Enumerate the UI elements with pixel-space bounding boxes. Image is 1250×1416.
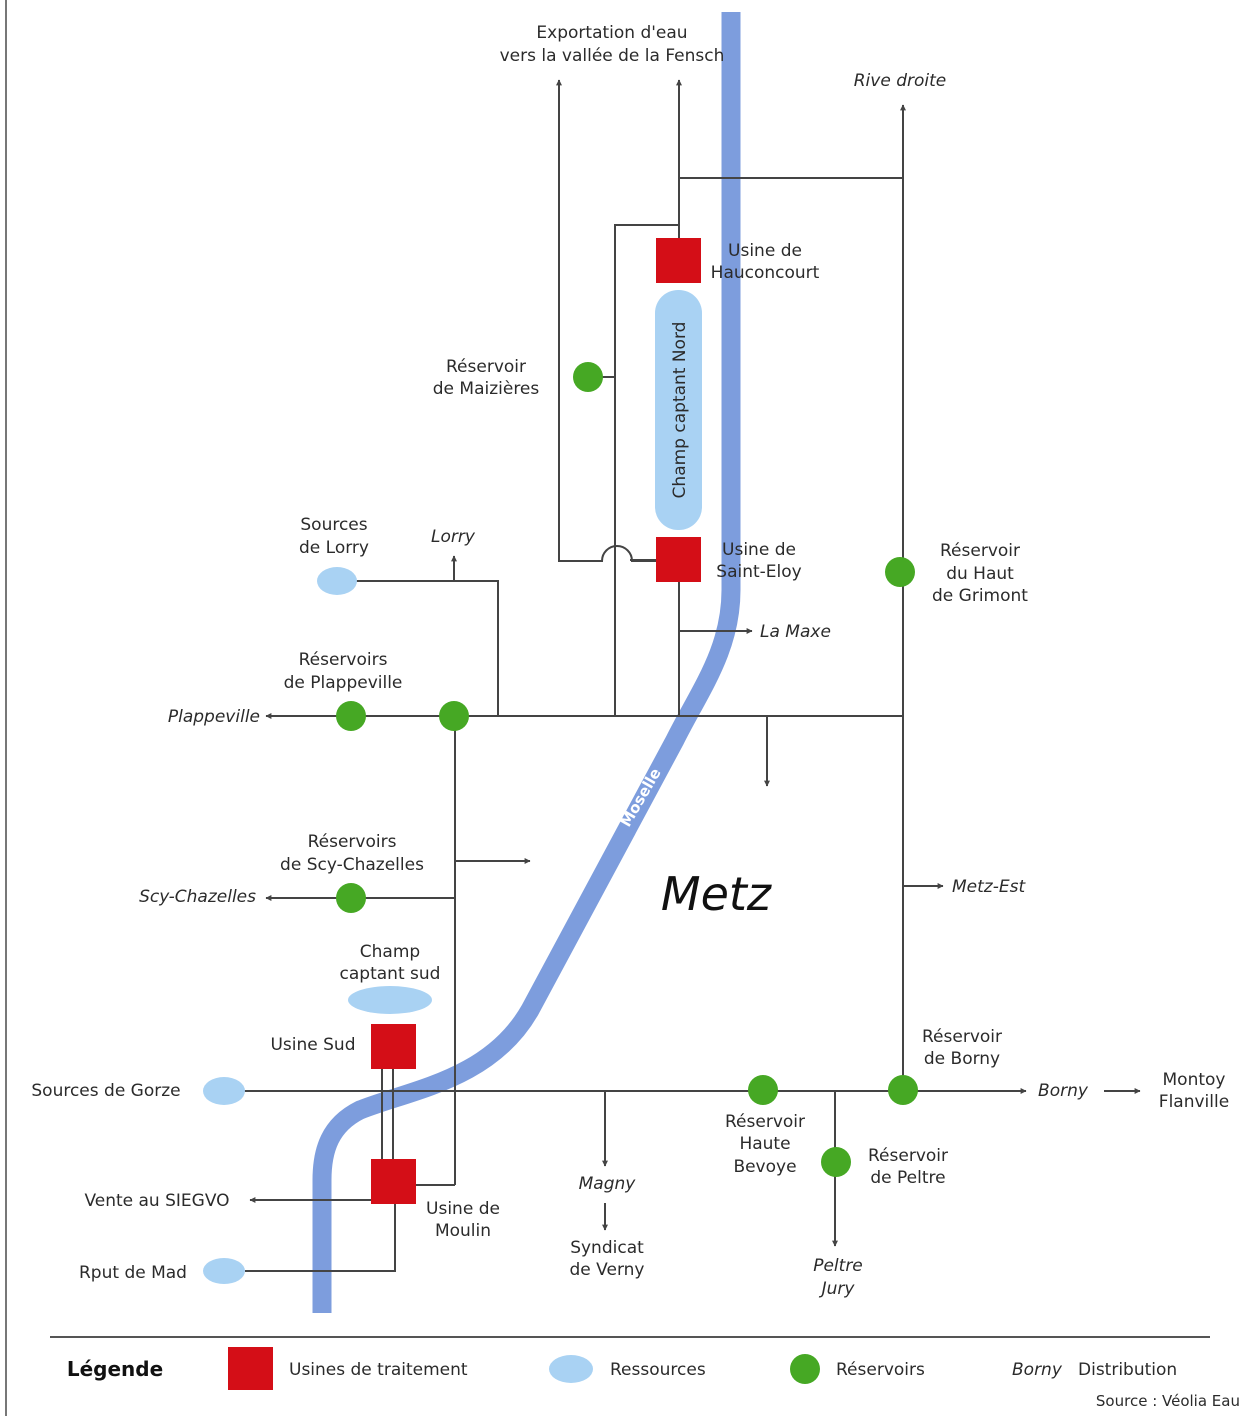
verny-label-2: de Verny bbox=[570, 1260, 645, 1280]
reservoir-plappeville-2 bbox=[439, 701, 469, 731]
bevoye-label-2: Haute bbox=[739, 1134, 790, 1154]
borny-label: Borny bbox=[1038, 1081, 1089, 1101]
pipe-west-loop bbox=[614, 224, 679, 716]
bevoye-label-3: Bevoye bbox=[733, 1157, 796, 1177]
peltre-res-label-2: de Peltre bbox=[870, 1168, 945, 1188]
rupt-de-mad-label: Rput de Mad bbox=[79, 1263, 187, 1283]
legend-plant-swatch bbox=[228, 1347, 273, 1390]
sources-gorze-label: Sources de Gorze bbox=[31, 1081, 180, 1101]
moulin-label-2: Moulin bbox=[435, 1221, 491, 1241]
pipe-rupt-de-mad bbox=[245, 1204, 396, 1272]
champ-captant-nord-label: Champ captant Nord bbox=[670, 322, 690, 499]
maizieres-label-2: de Maizières bbox=[433, 379, 540, 399]
sources-lorry-label-2: de Lorry bbox=[299, 538, 369, 558]
saint-eloy-label-1: Usine de bbox=[722, 540, 796, 560]
reservoir-scy-chazelles bbox=[336, 883, 366, 913]
scy-res-label-2: de Scy-Chazelles bbox=[280, 855, 424, 875]
la-maxe-label: La Maxe bbox=[760, 622, 831, 642]
usine-sud-label: Usine Sud bbox=[270, 1035, 355, 1055]
plappeville-label: Plappeville bbox=[168, 707, 260, 727]
reservoir-borny bbox=[888, 1075, 918, 1105]
rupt-de-mad-spring bbox=[203, 1258, 245, 1284]
peltre-label-2: Jury bbox=[819, 1279, 856, 1299]
grimont-label-3: de Grimont bbox=[932, 586, 1028, 606]
montoy-label-2: Flanville bbox=[1159, 1092, 1229, 1112]
maizieres-label-1: Réservoir bbox=[446, 357, 526, 377]
sources-gorze-spring bbox=[203, 1077, 245, 1105]
grimont-label-2: du Haut bbox=[946, 564, 1014, 584]
legend-distribution-example: Borny bbox=[1012, 1360, 1063, 1380]
magny-label: Magny bbox=[579, 1174, 637, 1194]
lorry-label: Lorry bbox=[431, 527, 476, 547]
reservoir-plappeville-1 bbox=[336, 701, 366, 731]
legend-reservoirs-label: Réservoirs bbox=[836, 1360, 925, 1380]
verny-label-1: Syndicat bbox=[570, 1238, 644, 1258]
legend-title: Légende bbox=[67, 1357, 163, 1381]
export-label-2: vers la vallée de la Fensch bbox=[500, 46, 725, 66]
borny-res-label-2: de Borny bbox=[924, 1049, 1000, 1069]
grimont-label-1: Réservoir bbox=[940, 541, 1020, 561]
legend-resource-swatch bbox=[549, 1355, 593, 1383]
export-pipe-west-path bbox=[556, 79, 665, 562]
plant-hauconcourt bbox=[656, 238, 701, 283]
legend-resources-label: Ressources bbox=[610, 1360, 706, 1380]
hauconcourt-label-2: Hauconcourt bbox=[711, 263, 820, 283]
reservoir-maizieres bbox=[573, 362, 603, 392]
rive-droite-label: Rive droite bbox=[854, 71, 947, 91]
city-label: Metz bbox=[661, 867, 772, 921]
plant-saint-eloy bbox=[656, 537, 701, 582]
sources-lorry-label-1: Sources bbox=[300, 515, 367, 535]
reservoir-grimont bbox=[885, 557, 915, 587]
reservoir-haute-bevoye bbox=[748, 1075, 778, 1105]
hauconcourt-label-1: Usine de bbox=[728, 241, 802, 261]
champ-sud-label-1: Champ bbox=[360, 942, 420, 962]
montoy-label-1: Montoy bbox=[1163, 1070, 1226, 1090]
scy-chazelles-label: Scy-Chazelles bbox=[139, 887, 256, 907]
plant-moulin bbox=[371, 1159, 416, 1204]
bevoye-label-1: Réservoir bbox=[725, 1112, 805, 1132]
champ-captant-sud bbox=[348, 986, 432, 1014]
legend-reservoir-swatch bbox=[790, 1354, 820, 1384]
peltre-label-1: Peltre bbox=[813, 1256, 863, 1276]
sources-lorry-spring bbox=[317, 567, 357, 595]
legend-plants-label: Usines de traitement bbox=[289, 1360, 468, 1380]
plappeville-res-label-1: Réservoirs bbox=[299, 650, 388, 670]
peltre-res-label-1: Réservoir bbox=[868, 1146, 948, 1166]
plant-sud bbox=[371, 1024, 416, 1069]
scy-res-label-1: Réservoirs bbox=[308, 832, 397, 852]
plappeville-res-label-2: de Plappeville bbox=[284, 673, 403, 693]
pipe-lorry-spring bbox=[356, 580, 499, 716]
legend-distribution-label: Distribution bbox=[1078, 1360, 1177, 1380]
borny-res-label-1: Réservoir bbox=[922, 1027, 1002, 1047]
vente-siegvo-label: Vente au SIEGVO bbox=[84, 1191, 229, 1211]
saint-eloy-label-2: Saint-Eloy bbox=[716, 562, 801, 582]
reservoir-peltre bbox=[821, 1147, 851, 1177]
metz-est-label: Metz-Est bbox=[952, 877, 1026, 897]
champ-sud-label-2: captant sud bbox=[340, 964, 441, 984]
export-label-1: Exportation d'eau bbox=[536, 23, 687, 43]
moulin-label-1: Usine de bbox=[426, 1199, 500, 1219]
source-credit: Source : Véolia Eau bbox=[1096, 1392, 1240, 1410]
moselle-river bbox=[312, 12, 741, 1313]
champ-captant-nord bbox=[655, 290, 702, 530]
